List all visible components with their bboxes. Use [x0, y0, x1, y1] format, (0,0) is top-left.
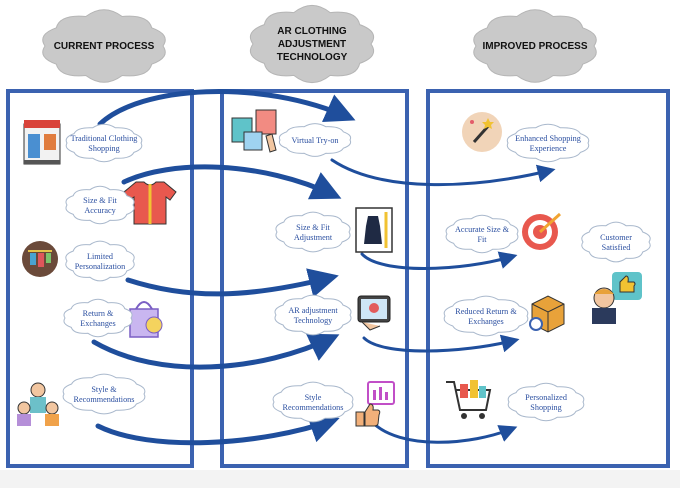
- current-process-step-4-label-line: Exchanges: [80, 319, 115, 328]
- arrow-current-to-ar-1: [97, 89, 356, 127]
- improved-process-step-1-label-line: Enhanced Shopping: [515, 134, 581, 143]
- arrow-current-to-ar-2: [121, 164, 342, 200]
- improved-process-step-2: Accurate Size &Fit: [445, 214, 519, 254]
- current-process-step-3-shape: [65, 240, 135, 282]
- column-heading-2: AR CLOTHING ADJUSTMENT TECHNOLOGY: [249, 4, 375, 84]
- magic-wand-icon: [462, 112, 502, 152]
- arrow-ar-to-improved-2: [360, 251, 518, 270]
- column-heading-3: IMPROVED PROCESS: [473, 9, 597, 83]
- icons: [17, 109, 642, 427]
- ar-technology-frame: [220, 89, 409, 468]
- current-process-step-4-shape: [63, 298, 133, 338]
- tshirt-measure-icon: [123, 181, 177, 225]
- column-heading-2-shape: [249, 4, 375, 84]
- ar-technology-step-2-label-line: Adjustment: [294, 233, 333, 242]
- current-process-step-3-label-line: Personalization: [75, 262, 125, 271]
- virtual-tryon-icon: [231, 109, 277, 153]
- footer-strip: [0, 470, 680, 488]
- ar-tablet-icon: [357, 295, 391, 331]
- column-heading-2-label-line: TECHNOLOGY: [277, 52, 348, 63]
- style-like-icon: [355, 381, 395, 427]
- return-box-icon: [529, 295, 565, 333]
- arrow-current-to-ar-4: [91, 333, 340, 370]
- current-process-step-2-label-line: Size & Fit: [83, 196, 117, 205]
- improved-process-step-1-shape: [506, 123, 590, 163]
- current-process-step-5-label-line: Style &: [91, 385, 117, 394]
- ar-technology-step-2-label-line: Size & Fit: [296, 223, 330, 232]
- improved-process-step-4-label-line: Exchanges: [468, 317, 503, 326]
- column-heading-1-label-line: CURRENT PROCESS: [54, 41, 155, 52]
- column-heading-2-label-line: ADJUSTMENT: [278, 39, 346, 50]
- arrow-current-to-ar-3: [125, 268, 339, 298]
- arrow-ar-to-improved-3: [362, 334, 520, 353]
- current-process-step-3-label-line: Limited: [87, 252, 113, 261]
- ar-technology-step-3-shape: [274, 294, 352, 336]
- shopping-cart-icon: [446, 380, 492, 419]
- ar-technology-step-2-shape: [275, 211, 351, 253]
- column-heading-3-label-line: IMPROVED PROCESS: [482, 41, 587, 52]
- current-process-frame: [6, 89, 194, 468]
- ar-technology-step-4-shape: [272, 381, 354, 423]
- improved-process-step-1-label-line: Experience: [530, 144, 567, 153]
- column-heading-1: CURRENT PROCESS: [42, 9, 166, 83]
- current-process-step-2-label-line: Accuracy: [84, 206, 116, 215]
- thumbs-up-customer-icon: [592, 272, 642, 324]
- arrow-ar-to-improved-1: [330, 158, 556, 187]
- column-heading-2-label-line: AR CLOTHING: [277, 26, 347, 37]
- current-process-step-4-label-line: Return &: [83, 309, 114, 318]
- improved-process-frame: [426, 89, 670, 468]
- improved-process-step-5-label-line: Shopping: [530, 403, 561, 412]
- flow-arrows: [91, 89, 556, 446]
- ar-technology-step-1-label-line: Virtual Try-on: [291, 136, 338, 145]
- ar-technology-step-1-shape: [278, 123, 352, 157]
- clothes-rack-icon: [22, 241, 58, 277]
- ar-technology-step-4-label-line: Style: [305, 393, 322, 402]
- improved-process-step-4-shape: [443, 295, 529, 337]
- current-process-step-1-label-line: Traditional Clothing: [71, 134, 138, 143]
- improved-process-step-4: Reduced Return &Exchanges: [443, 295, 529, 337]
- improved-process-step-2-label-line: Accurate Size &: [455, 225, 510, 234]
- improved-process-step-2-label-line: Fit: [477, 235, 487, 244]
- current-process-step-1-label-line: Shopping: [88, 144, 119, 153]
- current-process-step-5-label-line: Recommendations: [74, 395, 135, 404]
- column-heading-1-shape: [42, 9, 166, 83]
- column-heading-3-shape: [473, 9, 597, 83]
- improved-process-step-2-shape: [445, 214, 519, 254]
- current-process-step-5: Style &Recommendations: [62, 373, 146, 415]
- ar-technology-step-1: Virtual Try-on: [278, 123, 352, 157]
- current-process-step-5-shape: [62, 373, 146, 415]
- target-icon: [522, 212, 562, 250]
- arrow-current-to-ar-5: [95, 413, 340, 446]
- current-process-step-4: Return &Exchanges: [63, 298, 133, 338]
- improved-process-step-5-label-line: Personalized: [525, 393, 567, 402]
- improved-process-step-3-label-line: Satisfied: [602, 243, 631, 252]
- shopping-bag-icon: [129, 301, 163, 338]
- current-process-step-2-shape: [65, 185, 135, 225]
- current-process-step-1-shape: [65, 123, 143, 163]
- stylist-team-icon: [17, 382, 59, 426]
- arrow-ar-to-improved-4: [370, 420, 518, 444]
- ar-technology-step-3-label-line: Technology: [294, 316, 333, 325]
- mannequin-ruler-icon: [355, 207, 393, 253]
- ar-technology-step-3-label-line: AR adjustment: [288, 306, 338, 315]
- improved-process-step-3-label-line: Customer: [600, 233, 632, 242]
- ar-technology-step-4-label-line: Recommendations: [283, 403, 344, 412]
- improved-process-step-3-shape: [581, 221, 651, 263]
- improved-process-step-5-shape: [507, 382, 585, 422]
- clothing-store-icon: [23, 120, 61, 165]
- improved-process-step-4-label-line: Reduced Return &: [455, 307, 517, 316]
